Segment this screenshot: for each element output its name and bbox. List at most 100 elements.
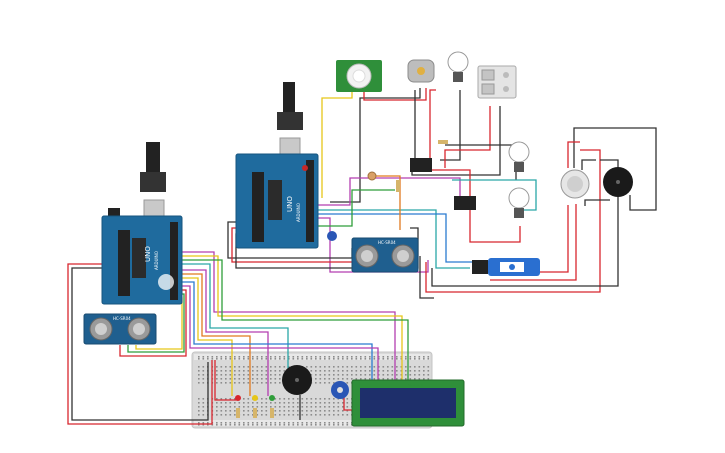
breadboard-hole — [270, 422, 272, 424]
breadboard-hole — [324, 374, 326, 376]
breadboard-hole — [279, 358, 281, 360]
lcd-display: 16x2 LCD — [351, 379, 465, 427]
relay-icon[interactable] — [410, 158, 432, 172]
breadboard-hole — [315, 356, 317, 358]
breadboard-hole — [234, 406, 236, 408]
breadboard-hole — [202, 358, 205, 360]
breadboard-hole — [292, 414, 295, 416]
breadboard-hole — [238, 378, 241, 380]
breadboard-hole — [202, 402, 205, 404]
breadboard-hole — [265, 406, 268, 408]
breadboard-hole — [220, 414, 223, 416]
breadboard-hole — [225, 402, 227, 404]
breadboard-hole — [261, 370, 263, 372]
breadboard-hole — [360, 358, 362, 360]
breadboard-hole — [274, 366, 277, 368]
breadboard-hole — [247, 406, 250, 408]
breadboard-hole — [319, 378, 322, 380]
breadboard-hole — [337, 374, 340, 376]
piezo-buzzer-icon[interactable] — [282, 365, 312, 395]
servo-icon[interactable] — [472, 258, 540, 276]
breadboard-hole — [243, 424, 245, 426]
breadboard-hole — [225, 366, 227, 368]
breadboard-hole — [225, 378, 227, 380]
breadboard-hole — [355, 356, 358, 358]
breadboard-hole — [324, 358, 326, 360]
wire-yellow-2 — [178, 277, 233, 396]
ultrasonic-left-label: HC-SR04 — [113, 316, 131, 321]
gas-sensor-icon[interactable] — [560, 169, 590, 199]
breadboard-hole — [396, 370, 398, 372]
breadboard-hole — [198, 356, 200, 358]
breadboard-hole — [301, 410, 304, 412]
dc-motor-icon[interactable] — [407, 59, 435, 83]
breadboard-hole — [355, 374, 358, 376]
potentiometer-icon[interactable] — [327, 231, 337, 241]
breadboard-hole — [369, 356, 371, 358]
breadboard-hole — [229, 398, 232, 400]
potentiometer-icon[interactable] — [331, 381, 349, 399]
breadboard-hole — [324, 414, 326, 416]
breadboard-hole — [319, 424, 322, 426]
breadboard-hole — [211, 358, 214, 360]
photoresistor[interactable] — [367, 171, 377, 181]
led-icon[interactable] — [235, 395, 241, 401]
breadboard-hole — [364, 358, 367, 360]
breadboard-hole — [202, 378, 205, 380]
breadboard-hole — [270, 382, 272, 384]
breadboard-hole — [234, 370, 236, 372]
breadboard-hole — [283, 370, 286, 372]
wire-blue-top — [318, 213, 478, 263]
breadboard-hole — [351, 366, 353, 368]
breadboard-hole — [261, 366, 263, 368]
breadboard-hole — [414, 358, 416, 360]
lightbulb-icon[interactable] — [508, 141, 530, 172]
breadboard-hole — [342, 370, 344, 372]
piezo-buzzer-icon[interactable] — [603, 167, 633, 197]
breadboard-hole — [315, 374, 317, 376]
breadboard-hole — [225, 356, 227, 358]
relay-icon[interactable] — [454, 196, 476, 210]
breadboard-hole — [202, 382, 205, 384]
ultrasonic-sensor-left[interactable]: HC-SR04 — [83, 313, 157, 345]
breadboard-hole — [243, 366, 245, 368]
wire-red-us — [119, 289, 187, 357]
led-icon[interactable] — [252, 395, 258, 401]
breadboard-hole — [364, 356, 367, 358]
ultrasonic-sensor-top[interactable]: HC-SR04 — [351, 237, 419, 273]
breadboard-hole — [333, 356, 335, 358]
breadboard-hole — [351, 356, 353, 358]
breadboard-hole — [355, 358, 358, 360]
arduino-uno-top[interactable]: UNO ARDUINO — [235, 82, 319, 249]
arduino-uno-left[interactable]: UNO ARDUINO — [101, 142, 183, 305]
breadboard-hole — [319, 410, 322, 412]
breadboard-hole — [252, 382, 254, 384]
breadboard-hole — [274, 398, 277, 400]
lightbulb-icon[interactable] — [508, 187, 530, 218]
switch-panel-icon[interactable] — [477, 65, 517, 99]
breadboard-hole — [378, 370, 380, 372]
breadboard-hole — [414, 378, 416, 380]
breadboard-hole — [405, 366, 407, 368]
breadboard-hole — [198, 410, 200, 412]
lightbulb-icon[interactable] — [447, 51, 469, 82]
pir-sensor-icon[interactable] — [336, 60, 382, 92]
breadboard-hole — [364, 378, 367, 380]
breadboard-hole — [283, 402, 286, 404]
breadboard-hole — [247, 414, 250, 416]
wire-red-relay — [429, 89, 436, 160]
breadboard-hole — [333, 414, 335, 416]
breadboard-hole — [382, 378, 385, 380]
breadboard-hole — [283, 424, 286, 426]
resistor — [236, 408, 240, 418]
led-icon[interactable] — [269, 395, 275, 401]
breadboard-hole — [382, 374, 385, 376]
breadboard-hole — [256, 356, 259, 358]
breadboard-hole — [252, 358, 254, 360]
breadboard-hole — [405, 378, 407, 380]
breadboard-hole — [220, 422, 223, 424]
breadboard-hole — [337, 406, 340, 408]
breadboard-hole — [346, 424, 349, 426]
breadboard-hole — [252, 424, 254, 426]
breadboard-hole — [337, 414, 340, 416]
